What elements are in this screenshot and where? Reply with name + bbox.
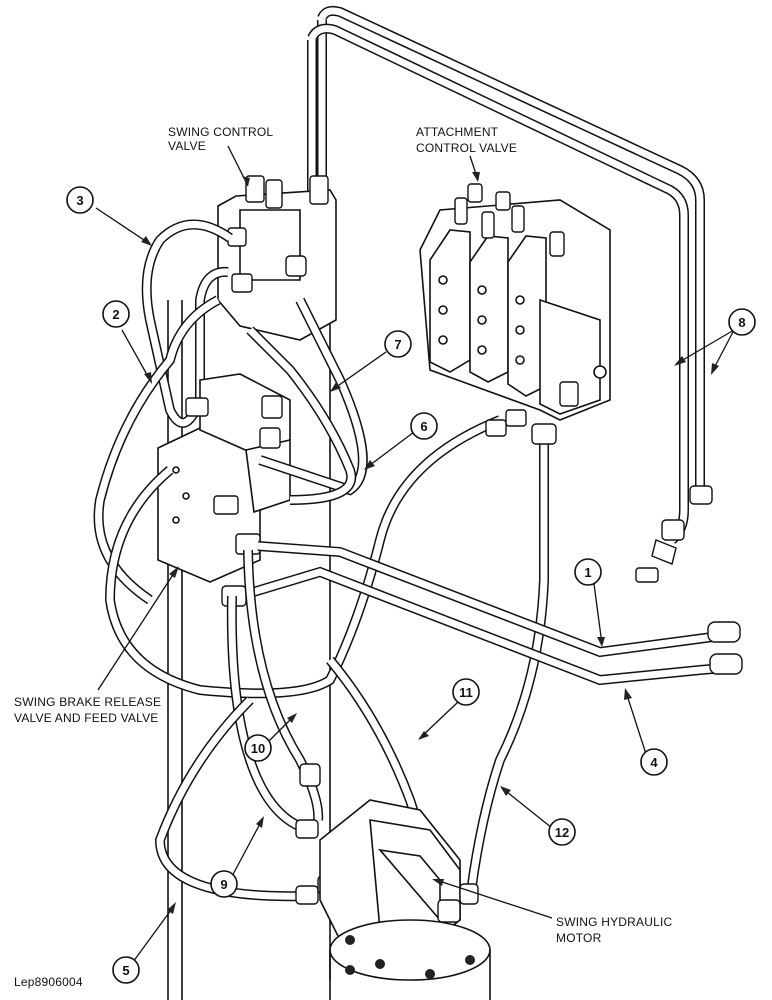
callout-6: 6: [410, 412, 438, 440]
swing-motor-label-line1: SWING HYDRAULIC: [556, 915, 672, 929]
callout-3: 3: [66, 186, 94, 214]
callout-4: 4: [640, 748, 668, 776]
swing-hydraulic-motor: [319, 799, 491, 1000]
callout-8: 8: [728, 308, 756, 336]
leader-lines: [95, 145, 735, 967]
hose-6: [246, 326, 357, 505]
callout-8-label: 8: [738, 315, 745, 330]
callout-2-label: 2: [112, 307, 119, 322]
callout-7-label: 7: [394, 337, 401, 352]
callout-7: 7: [384, 330, 412, 358]
callout-10: 10: [244, 734, 272, 762]
swing-brake-label-line2: VALVE AND FEED VALVE: [14, 711, 159, 725]
callout-5-label: 5: [122, 963, 129, 978]
callout-9: 9: [210, 870, 238, 898]
swing-control-valve-label-line2: VALVE: [168, 139, 206, 153]
callout-1: 1: [574, 558, 602, 586]
pipe-8: [307, 5, 713, 583]
swing-control-valve: [217, 175, 337, 341]
callout-1-label: 1: [584, 565, 591, 580]
callout-12-label: 12: [555, 825, 569, 840]
attachment-control-valve-label-line2: CONTROL VALVE: [416, 141, 517, 155]
hose-attachment-loop: [104, 409, 527, 699]
callout-6-label: 6: [420, 419, 427, 434]
attachment-control-valve-label-line1: ATTACHMENT: [416, 125, 499, 139]
callout-12: 12: [548, 818, 576, 846]
attachment-control-valve: [419, 183, 611, 421]
callout-2: 2: [102, 300, 130, 328]
reference-code: Lep8906004: [14, 975, 83, 989]
callout-3-label: 3: [76, 193, 83, 208]
callout-5: 5: [112, 956, 140, 984]
hose-3: [141, 219, 233, 428]
callout-9-label: 9: [220, 877, 227, 892]
callout-10-label: 10: [251, 741, 265, 756]
swing-brake-release-valve: [157, 373, 291, 583]
callout-11: 11: [452, 678, 480, 706]
callout-11-label: 11: [459, 685, 473, 700]
swing-brake-label-line1: SWING BRAKE RELEASE: [14, 695, 161, 709]
callout-4-label: 4: [650, 755, 658, 770]
swing-control-valve-label-line1: SWING CONTROL: [168, 125, 273, 139]
pipe-1-and-4: [221, 541, 743, 686]
swing-motor-label-line2: MOTOR: [556, 931, 602, 945]
hose-2: [93, 295, 221, 605]
